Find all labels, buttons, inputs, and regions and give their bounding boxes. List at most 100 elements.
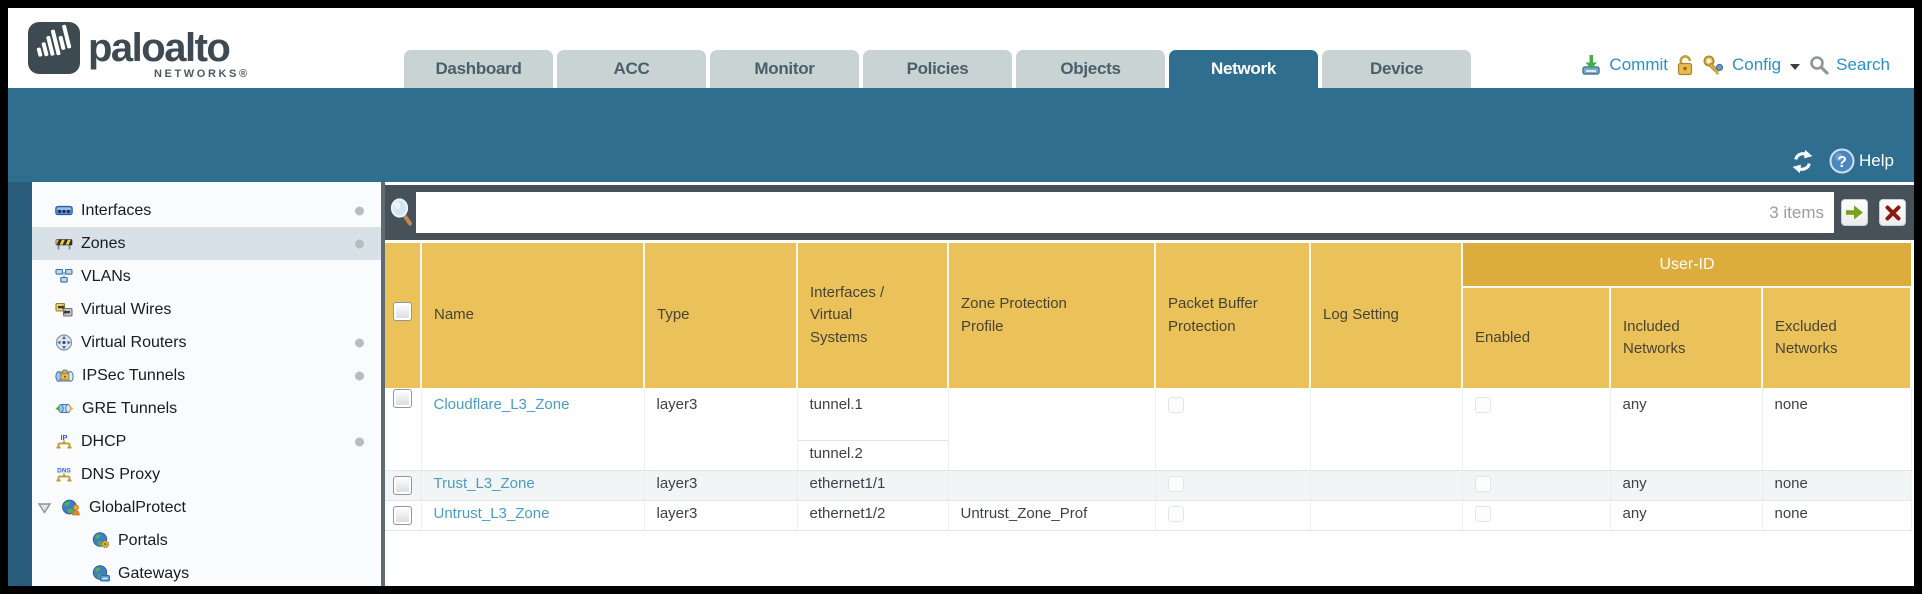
config-menu[interactable]: Config [1731,55,1782,74]
sidebar-item-gre-tunnels[interactable]: GRE Tunnels [32,392,381,425]
tab-acc[interactable]: ACC [557,50,706,88]
col-header-interfaces[interactable]: Interfaces / Virtual Systems [797,243,949,388]
tab-policies[interactable]: Policies [863,50,1012,88]
row-select-cell [385,470,422,501]
lock-icon[interactable] [1675,54,1695,76]
paloalto-logo: paloalto NETWORKS® [26,18,286,85]
row-select-cell [385,388,422,471]
packet-buffer-checkbox [1167,505,1184,522]
row-checkbox[interactable] [393,475,413,495]
col-header-included-networks[interactable]: Included Networks [1610,287,1763,388]
table-row: Trust_L3_Zone layer3 ethernet1/1 any non… [385,470,1912,501]
clear-filter-button[interactable] [1879,199,1906,226]
log-setting-cell [1310,500,1463,531]
sidebar-item-label: GlobalProtect [89,498,186,516]
interfaces-icon [55,205,73,216]
band-tools: ? Help [1790,148,1894,174]
included-networks-cell: any [1610,388,1763,471]
sidebar-item-virtual-routers[interactable]: Virtual Routers [32,326,381,359]
config-icon[interactable] [1702,54,1725,76]
col-header-name[interactable]: Name [421,243,645,388]
help-button[interactable]: ? Help [1829,148,1894,174]
main-nav-tabs: Dashboard ACC Monitor Policies Objects N… [404,50,1471,88]
row-checkbox[interactable] [393,505,413,525]
sidebar-item-vlans[interactable]: VLANs [32,260,381,293]
tab-device[interactable]: Device [1322,50,1471,88]
sidebar-item-label: Zones [81,234,126,252]
log-setting-cell [1310,470,1463,501]
col-header-type[interactable]: Type [644,243,798,388]
col-header-enabled[interactable]: Enabled [1462,287,1611,388]
packet-buffer-checkbox [1167,475,1184,492]
sidebar-item-dns-proxy[interactable]: DNS DNS Proxy [32,458,381,491]
sidebar-item-dhcp[interactable]: IP DHCP [32,425,381,458]
zone-type-cell: layer3 [644,500,798,531]
included-networks-cell: any [1610,500,1763,531]
select-all-header[interactable] [385,243,422,388]
col-header-zone-protection-profile[interactable]: Zone Protection Profile [948,243,1156,388]
sidebar-item-ipsec-tunnels[interactable]: IPSec Tunnels [32,359,381,392]
sidebar-item-label: Gateways [118,564,190,582]
search-link[interactable]: Search [1836,55,1890,74]
row-checkbox[interactable] [393,389,413,408]
col-header-excluded-networks[interactable]: Excluded Networks [1762,287,1912,388]
apply-filter-button[interactable] [1841,199,1868,226]
top-bar: paloalto NETWORKS® Dashboard ACC Monitor… [8,8,1914,88]
status-dot [355,206,364,215]
user-id-enabled-checkbox [1474,505,1491,522]
sidebar-item-portals[interactable]: Portals [32,524,381,557]
sidebar-item-gateways[interactable]: Gateways [32,557,381,586]
sidebar-item-label: Interfaces [81,201,152,219]
help-icon[interactable]: ? [1829,148,1855,174]
zone-name-cell: Trust_L3_Zone [421,470,645,501]
refresh-icon[interactable] [1790,149,1815,174]
col-header-packet-buffer-protection[interactable]: Packet Buffer Protection [1155,243,1311,388]
zones-table: Name Type Interfaces / Virtual Systems Z… [385,243,1912,531]
tab-objects[interactable]: Objects [1016,50,1165,88]
sidebar-tree: Interfaces Zones [32,182,381,586]
excluded-networks-cell: none [1762,388,1912,471]
vlans-icon [55,268,73,283]
zone-name-link[interactable]: Trust_L3_Zone [433,474,535,492]
svg-text:DNS: DNS [57,467,71,474]
zone-type-cell: layer3 [644,388,798,471]
sidebar-item-zones[interactable]: Zones [32,227,381,260]
commit-button[interactable]: Commit [1609,55,1668,74]
svg-text:?: ? [1837,154,1847,171]
virtual-wires-icon [55,302,73,317]
sidebar-item-globalprotect[interactable]: GlobalProtect [32,491,381,524]
search-icon[interactable] [1809,55,1829,75]
filter-input[interactable] [416,192,1834,233]
sidebar-item-label: VLANs [81,267,131,285]
config-caret-icon[interactable] [1790,63,1801,70]
col-header-log-setting[interactable]: Log Setting [1310,243,1463,388]
log-setting-cell [1310,388,1463,471]
sidebar-item-interfaces[interactable]: Interfaces [32,194,381,227]
tab-monitor[interactable]: Monitor [710,50,859,88]
select-all-checkbox[interactable] [393,302,412,322]
status-dot [355,371,364,380]
user-id-enabled-cell [1462,470,1611,501]
excluded-networks-cell: none [1762,500,1912,531]
zone-protection-profile-cell [948,470,1156,501]
zone-name-link[interactable]: Untrust_L3_Zone [433,504,550,522]
tab-network[interactable]: Network [1169,50,1318,88]
packet-buffer-protection-cell [1155,500,1311,531]
expander-triangle-icon[interactable] [37,501,52,515]
status-dot [355,338,364,347]
sidebar-splitter[interactable] [381,182,385,586]
dns-proxy-icon: DNS [56,467,72,481]
table-row: Untrust_L3_Zone layer3 ethernet1/2 Untru… [385,500,1912,531]
content-pane: 3 items [385,182,1914,586]
packet-buffer-checkbox [1167,397,1184,413]
zone-protection-profile-cell [948,388,1156,471]
commit-icon[interactable] [1580,54,1602,76]
zones-icon [55,239,73,250]
zone-name-link[interactable]: Cloudflare_L3_Zone [433,396,570,413]
excluded-networks-cell: none [1762,470,1912,501]
sidebar-item-label: IPSec Tunnels [82,366,186,384]
sidebar-item-virtual-wires[interactable]: Virtual Wires [32,293,381,326]
status-dot [355,437,364,446]
utility-links: Commit Config Search [1580,54,1890,76]
tab-dashboard[interactable]: Dashboard [404,50,553,88]
